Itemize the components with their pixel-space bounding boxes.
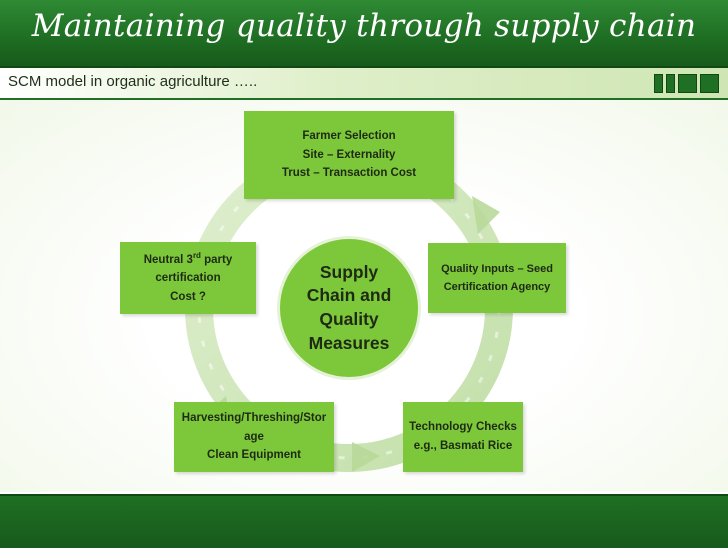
cycle-arrowhead-right [472, 196, 500, 234]
footer-bar [0, 494, 728, 548]
node-bottom-left-line-1: Harvesting/Threshing/Stor [181, 411, 327, 424]
nav-squares [654, 74, 719, 93]
node-left-line-1: Neutral 3rd party [143, 250, 233, 266]
nav-square-3 [678, 74, 697, 93]
hub-line-1: Supply [319, 261, 379, 282]
node-bottom-right-line-2: e.g., Basmati Rice [413, 440, 513, 452]
node-quality-inputs: Quality Inputs – Seed Certification Agen… [428, 243, 566, 313]
center-hub: Supply Chain and Quality Measures [277, 236, 421, 380]
node-harvesting: Harvesting/Threshing/Stor age Clean Equi… [174, 402, 334, 472]
node-neutral-certification: Neutral 3rd party certification Cost ? [120, 242, 256, 314]
node-farmer-selection: Farmer Selection Site – Externality Trus… [244, 111, 454, 199]
nav-square-2 [666, 74, 675, 93]
node-top-line-1: Farmer Selection [302, 129, 396, 142]
node-right-line-1: Quality Inputs – Seed [441, 262, 553, 275]
node-bottom-left-line-3: Clean Equipment [207, 449, 301, 462]
hub-line-3: Quality [319, 309, 379, 329]
node-top-line-2: Site – Externality [302, 148, 396, 161]
node-technology-checks: Technology Checks e.g., Basmati Rice [403, 402, 523, 472]
hub-line-4: Measures [308, 332, 390, 353]
title-bar: Maintaining quality through supply chain [0, 0, 728, 68]
nav-square-1 [654, 74, 663, 93]
node-bottom-left-line-2: age [244, 430, 264, 443]
node-left-line-2: certification [155, 272, 221, 285]
node-left-line-3: Cost ? [170, 291, 206, 304]
node-right-line-2: Certification Agency [443, 281, 551, 293]
node-top-line-3: Trust – Transaction Cost [281, 167, 417, 180]
node-bottom-right-line-1: Technology Checks [409, 421, 517, 434]
cycle-arrowhead-bottom [352, 442, 380, 472]
subtitle-bar: SCM model in organic agriculture ….. [0, 68, 728, 100]
slide-subtitle: SCM model in organic agriculture ….. [8, 73, 258, 90]
slide-title: Maintaining quality through supply chain [31, 8, 697, 44]
hub-line-2: Chain and [306, 285, 392, 306]
nav-square-4 [700, 74, 719, 93]
